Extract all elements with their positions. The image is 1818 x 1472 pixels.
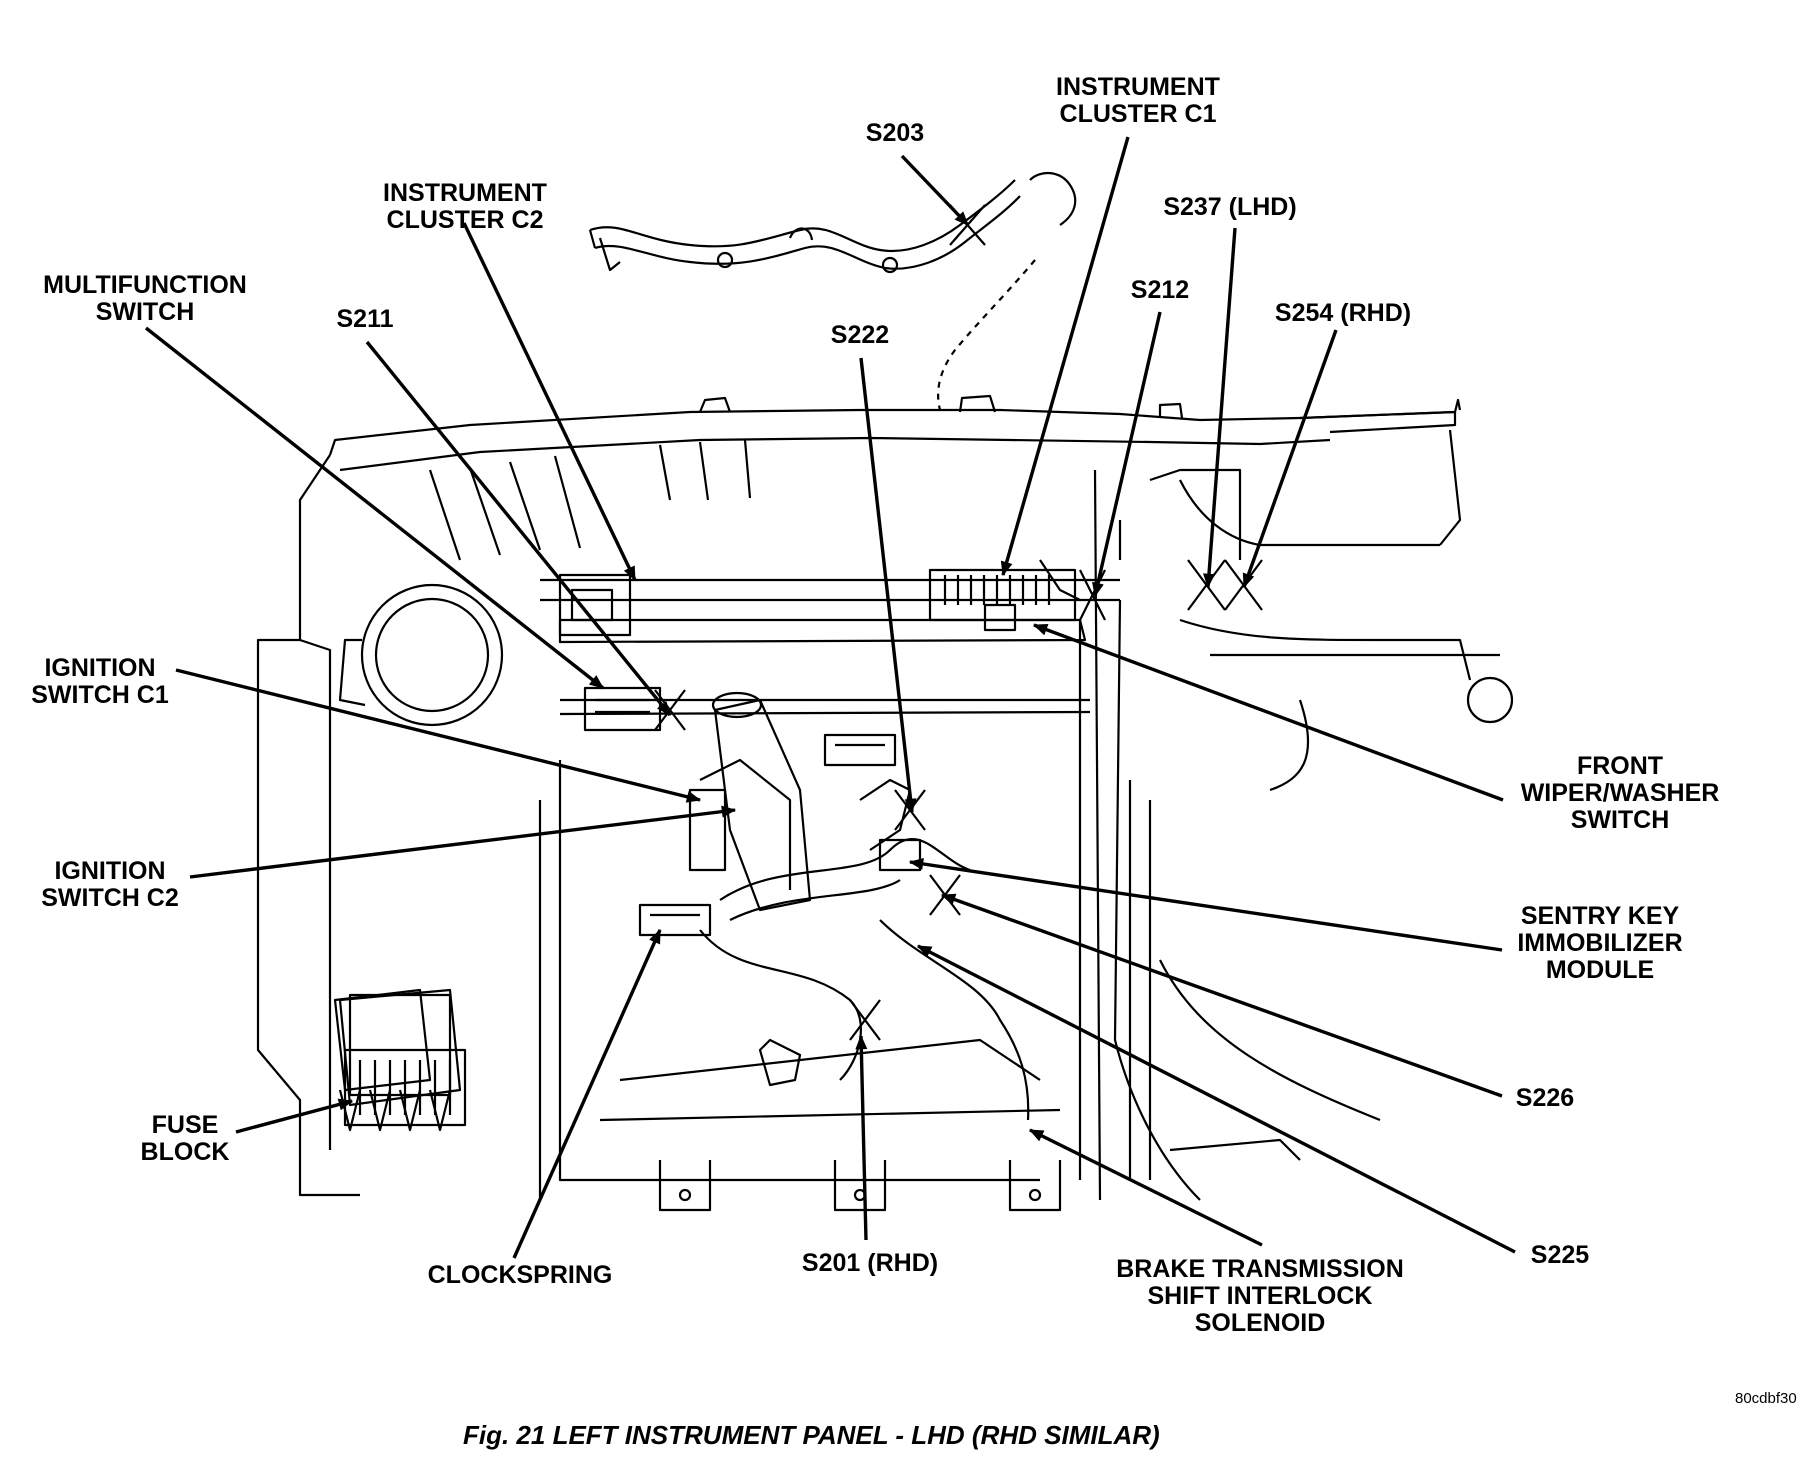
label-s237: S237 (LHD) [1163, 193, 1297, 221]
leader-instrument-cluster-c2 [462, 222, 637, 582]
label-s203: S203 [865, 119, 925, 147]
leader-multifunction-switch [144, 326, 605, 690]
label-clockspring: CLOCKSPRING [427, 1261, 613, 1289]
leader-s211 [365, 340, 672, 717]
leader-fuse-block [235, 1098, 354, 1134]
leader-front-wiper-washer-switch [1032, 623, 1504, 802]
leader-lines [144, 136, 1516, 1259]
label-s212: S212 [1130, 276, 1190, 304]
leader-s212 [1092, 311, 1162, 598]
panel-line-art [256, 172, 1514, 1212]
label-s222: S222 [830, 321, 890, 349]
label-s254: S254 (RHD) [1274, 299, 1412, 327]
splice-markers [654, 204, 1263, 1041]
label-s225: S225 [1530, 1241, 1590, 1269]
leader-s237 [1203, 227, 1237, 589]
figure-caption: Fig. 21 LEFT INSTRUMENT PANEL - LHD (RHD… [463, 1420, 1160, 1450]
leader-ignition-switch-c1 [175, 668, 702, 803]
label-s201: S201 (RHD) [801, 1249, 939, 1277]
leader-s254 [1242, 329, 1338, 589]
figure-code: 80cdbf30 [1735, 1390, 1797, 1407]
leader-s201 [855, 1034, 868, 1241]
leader-ignition-switch-c2 [189, 805, 737, 879]
label-s226: S226 [1515, 1084, 1575, 1112]
label-s211: S211 [336, 305, 394, 333]
leader-s225 [916, 944, 1516, 1254]
leader-s222 [859, 357, 917, 814]
leader-s226 [940, 893, 1503, 1098]
leader-sentry-key-immobilizer [908, 858, 1503, 952]
leader-instrument-cluster-c1 [1000, 136, 1130, 577]
leader-s203 [900, 154, 970, 227]
leader-clockspring [512, 928, 662, 1259]
leader-btsi-solenoid [1028, 1128, 1263, 1247]
